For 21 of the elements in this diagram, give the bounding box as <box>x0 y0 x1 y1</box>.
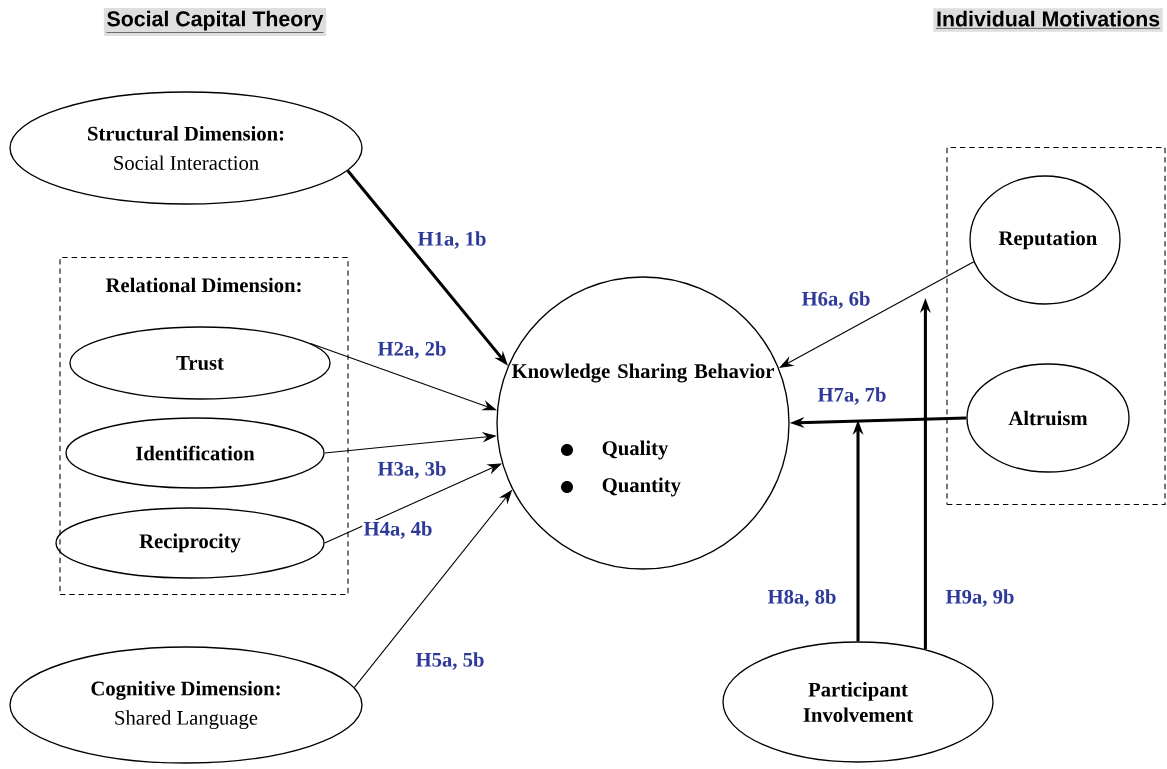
edge-label: H1a, 1b <box>416 229 488 251</box>
edge-label: H9a, 9b <box>944 587 1016 609</box>
dashed-group-box <box>946 146 1166 506</box>
heading: Individual Motivations <box>933 8 1163 32</box>
ellipse-node: Identification <box>65 417 325 489</box>
circle-node: Knowledge Sharing Behavior Quality Quantity <box>496 276 790 570</box>
edge-label: H3a, 3b <box>376 459 448 481</box>
edge-label: H4a, 4b <box>362 519 434 541</box>
ellipse-node: Altruism <box>966 363 1130 473</box>
heading: Social Capital Theory <box>103 8 327 36</box>
edge-label: H2a, 2b <box>376 339 448 361</box>
edge-label: H6a, 6b <box>800 289 872 311</box>
ellipse-node: Cognitive Dimension: Shared Language <box>9 646 363 764</box>
edge-label: H5a, 5b <box>414 650 486 672</box>
ellipse-node: Structural Dimension: Social Interaction <box>9 91 363 205</box>
ellipse-node: Participant Involvement <box>722 641 994 763</box>
ellipse-node: Trust <box>69 326 331 400</box>
ellipse-node: Reputation <box>969 175 1121 305</box>
edge-label: H8a, 8b <box>766 587 838 609</box>
ellipse-node: Reciprocity <box>55 507 325 579</box>
edge-label: H7a, 7b <box>816 385 888 407</box>
